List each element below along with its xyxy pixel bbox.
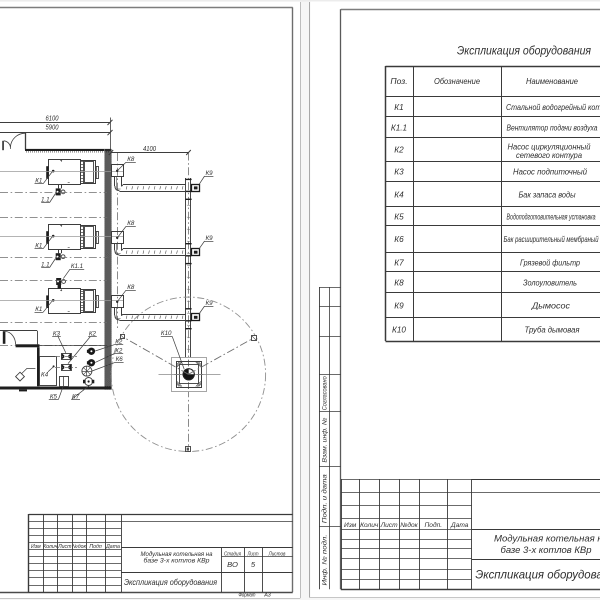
svg-text:К2: К2 (115, 338, 123, 345)
svg-text:5900: 5900 (46, 125, 59, 132)
svg-text:Поз.: Поз. (390, 76, 407, 86)
svg-text:К4: К4 (394, 190, 404, 199)
svg-text:Лист: Лист (57, 544, 72, 550)
svg-text:Взам. инф. №: Взам. инф. № (322, 417, 329, 462)
svg-text:1.1: 1.1 (41, 196, 50, 203)
svg-text:К7: К7 (72, 393, 80, 400)
svg-text:К1.1: К1.1 (391, 123, 407, 132)
svg-text:Лист: Лист (380, 522, 398, 529)
svg-text:К6: К6 (116, 356, 124, 363)
svg-text:К9: К9 (205, 170, 213, 177)
svg-text:Инф. № подл.: Инф. № подл. (321, 535, 329, 586)
svg-text:К10: К10 (161, 330, 172, 337)
svg-text:Экспликация оборудования: Экспликация оборудования (475, 568, 600, 582)
svg-text:Дата: Дата (450, 522, 469, 529)
svg-text:К1.1: К1.1 (71, 263, 83, 270)
svg-text:Наименование: Наименование (526, 76, 578, 86)
svg-text:Бак запаса воды: Бак запаса воды (519, 189, 576, 199)
svg-text:К7: К7 (394, 258, 404, 267)
svg-text:К3: К3 (53, 330, 61, 337)
svg-text:К1: К1 (35, 243, 42, 250)
svg-text:5: 5 (251, 560, 256, 569)
svg-text:Подп: Подп (89, 544, 102, 550)
svg-text:Золоуловитель: Золоуловитель (523, 278, 577, 288)
svg-text:К8: К8 (127, 284, 135, 291)
svg-text:ВО: ВО (227, 560, 238, 569)
svg-text:Насос циркуляционный: Насос циркуляционный (508, 141, 591, 151)
svg-text:К2: К2 (115, 347, 123, 354)
svg-text:Водоподготовительная установка: Водоподготовительная установка (507, 212, 596, 222)
svg-text:К2: К2 (394, 146, 404, 155)
svg-text:6100: 6100 (46, 116, 59, 123)
svg-text:К4: К4 (41, 371, 49, 378)
svg-text:К2: К2 (89, 330, 97, 337)
svg-text:Дата: Дата (105, 544, 120, 550)
svg-text:Листов: Листов (268, 551, 286, 557)
svg-text:базе 3-х котлов КВр: базе 3-х котлов КВр (144, 557, 210, 565)
svg-text:Стадия: Стадия (224, 551, 241, 557)
svg-text:К1: К1 (35, 178, 42, 185)
svg-text:К9: К9 (205, 300, 213, 307)
svg-text:Подп. и дата: Подп. и дата (321, 474, 329, 524)
svg-text:базе 3-х котлов КВр: базе 3-х котлов КВр (501, 545, 592, 555)
svg-text:К8: К8 (127, 220, 135, 227)
svg-text:К3: К3 (394, 168, 404, 177)
svg-text:Изм: Изм (31, 544, 41, 550)
svg-text:Экспликация оборудования: Экспликация оборудования (457, 46, 591, 58)
svg-text:Колич: Колич (360, 522, 379, 529)
svg-text:А3: А3 (263, 593, 271, 599)
svg-text:Модульная котельная на: Модульная котельная на (141, 550, 213, 558)
svg-text:1.1: 1.1 (41, 261, 50, 268)
svg-text:Лист: Лист (247, 551, 259, 557)
svg-text:Дымосос: Дымосос (531, 300, 571, 310)
svg-text:К1: К1 (35, 306, 42, 313)
svg-text:сетевого контура: сетевого контура (516, 150, 582, 160)
svg-text:К6: К6 (394, 235, 404, 244)
svg-text:4100: 4100 (143, 146, 156, 153)
svg-text:Труба дымовая: Труба дымовая (525, 325, 580, 335)
svg-text:К1: К1 (394, 103, 403, 112)
svg-text:Грязевой фильтр: Грязевой фильтр (520, 257, 580, 267)
svg-text:Согласовано: Согласовано (322, 376, 329, 410)
svg-text:Экспликация оборудования: Экспликация оборудования (124, 577, 217, 587)
svg-text:К5: К5 (394, 213, 404, 222)
svg-text:Стальной водогрейный котёл КВр: Стальной водогрейный котёл КВр (506, 102, 600, 112)
svg-text:К8: К8 (394, 279, 404, 288)
svg-text:№док: №док (72, 544, 86, 550)
svg-text:К9: К9 (205, 235, 213, 242)
svg-text:К9: К9 (394, 301, 404, 310)
svg-text:Подп.: Подп. (425, 521, 443, 529)
svg-text:Бак расширительный мембраный: Бак расширительный мембраный (504, 234, 599, 244)
svg-text:К10: К10 (392, 326, 406, 335)
svg-text:Изм: Изм (344, 522, 357, 529)
svg-text:Колич: Колич (43, 544, 58, 550)
svg-text:Формат: Формат (239, 593, 256, 599)
svg-text:№док: №док (400, 521, 418, 529)
svg-text:Обозначение: Обозначение (434, 76, 480, 86)
svg-text:Насос подпиточный: Насос подпиточный (513, 167, 587, 177)
svg-text:К5: К5 (50, 393, 58, 400)
svg-text:Вентилятор подачи воздуха: Вентилятор подачи воздуха (507, 122, 598, 132)
svg-text:Модульная котельная на: Модульная котельная на (494, 534, 600, 544)
svg-text:К8: К8 (127, 156, 135, 163)
